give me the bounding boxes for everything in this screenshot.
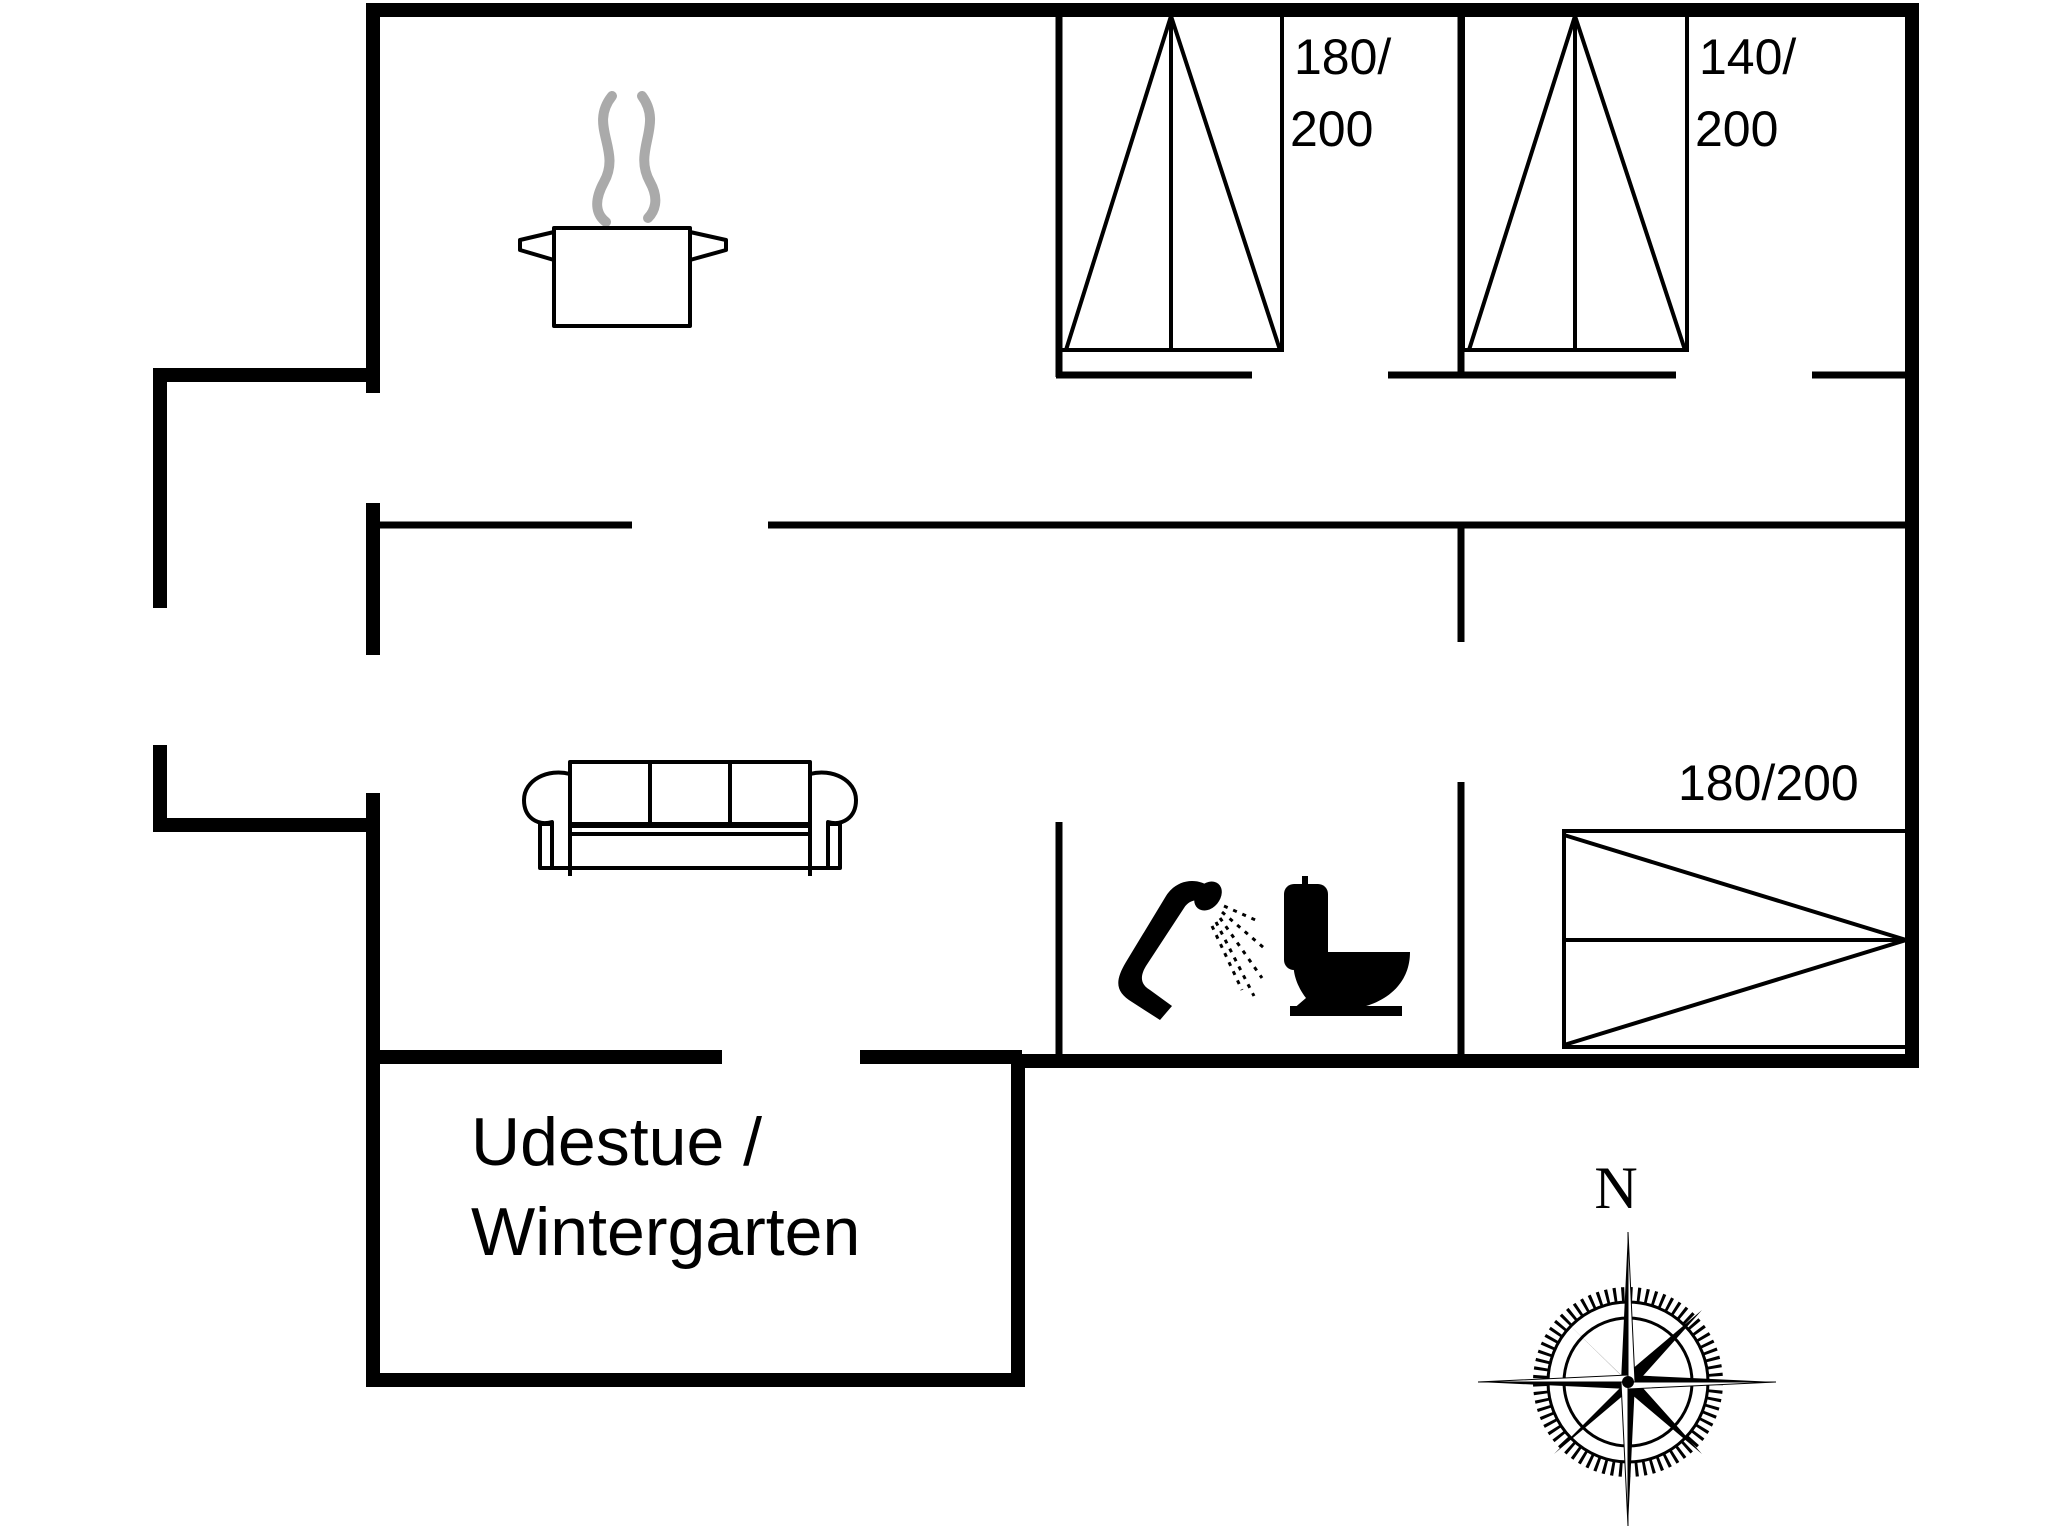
bed-1-size-line1: 180/: [1294, 29, 1391, 85]
bed-room-2: [1461, 9, 1689, 352]
shower-head-icon: [1118, 881, 1265, 1020]
sunroom-label-line2: Wintergarten: [471, 1194, 860, 1270]
bed-3-size: 180/200: [1678, 755, 1859, 811]
bed-room-1: [1058, 9, 1284, 352]
bed-1-size-line2: 200: [1290, 101, 1373, 157]
compass-north-label: N: [1594, 1155, 1637, 1221]
bed-room-3: [1562, 829, 1913, 1049]
bed-2-size-line2: 200: [1695, 101, 1778, 157]
compass-rose-icon: N: [1477, 1155, 1777, 1527]
bed-2-size-line1: 140/: [1699, 29, 1796, 85]
sofa-icon: [522, 760, 858, 876]
interior-walls: [373, 14, 1908, 1064]
sunroom-label-line1: Udestue /: [471, 1104, 762, 1180]
toilet-icon: [1284, 876, 1410, 1016]
outer-walls: [153, 3, 1919, 1387]
cooking-pot-icon: [518, 91, 728, 328]
